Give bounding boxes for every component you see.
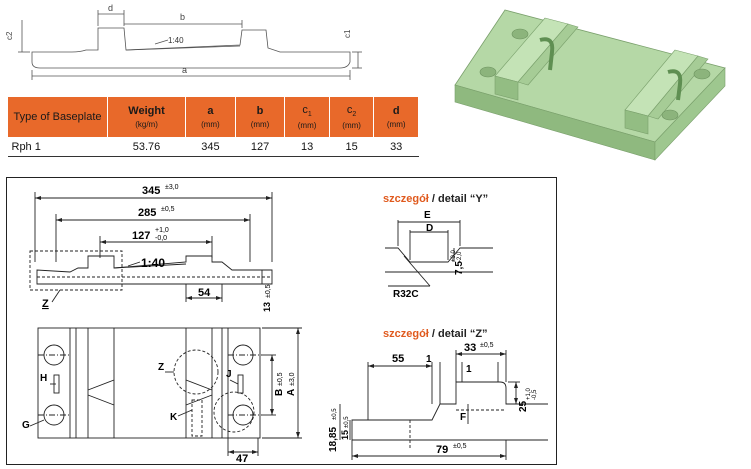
dim-a: A xyxy=(286,389,297,396)
dim-285: 285 xyxy=(138,207,156,219)
detail-z-dim-55: 55 xyxy=(392,353,404,365)
detail-z-dim-25: 25 xyxy=(518,400,529,412)
cell-a: 345 xyxy=(185,137,236,157)
spec-table: Type of Baseplate Weight(kg/m) a(mm) b(m… xyxy=(7,96,419,157)
detail-z-title: szczegół / detail “Z” xyxy=(383,328,488,340)
cell-d: 33 xyxy=(373,137,419,157)
tol-345: ±3,0 xyxy=(165,184,179,191)
detail-y-tol-lo: -2,0 xyxy=(457,251,463,262)
detail-z-dim-33: 33 xyxy=(464,342,476,354)
label-c1: c1 xyxy=(343,29,352,38)
detail-z-tol-15: ±0,5 xyxy=(344,416,350,428)
col-type: Type of Baseplate xyxy=(7,96,108,138)
detail-y-dim-75: 7,5 xyxy=(454,261,465,275)
detail-z-tol-33: ±0,5 xyxy=(480,342,494,349)
tol-13: ±0,5 xyxy=(265,284,272,298)
baseplate-3d-model xyxy=(454,9,726,161)
cell-type: Rph 1 xyxy=(7,137,108,157)
table-row: Rph 1 53.76 345 127 13 15 33 xyxy=(7,137,419,157)
detail-y-title: szczegół / detail “Y” xyxy=(383,193,488,205)
detail-z-tol-25-lo: -0,5 xyxy=(532,389,538,400)
label-slope: 1:40 xyxy=(168,36,184,45)
label-d: d xyxy=(108,3,113,13)
label-z2: Z xyxy=(158,362,164,373)
label-b: b xyxy=(180,12,185,22)
label-h: H xyxy=(40,373,47,384)
detail-z-dim-1b: 1 xyxy=(466,364,472,375)
label-g: G xyxy=(22,420,30,431)
dim-345: 345 xyxy=(142,185,160,197)
dim-127: 127 xyxy=(132,230,150,242)
dim-b: B xyxy=(274,389,285,396)
tol-127-up: +1,0 xyxy=(155,227,169,234)
col-c1: c1(mm) xyxy=(284,96,330,138)
cell-b: 127 xyxy=(235,137,285,157)
detail-z-dim-1885: 18,85 xyxy=(328,427,339,452)
label-j: J xyxy=(226,369,232,380)
detail-y-label-e: E xyxy=(424,210,431,221)
label-c2: c2 xyxy=(5,31,14,40)
detail-z-dim-79: 79 xyxy=(436,444,448,456)
col-a: a(mm) xyxy=(185,96,236,138)
tol-127-lo: -0,0 xyxy=(155,235,167,242)
col-weight: Weight(kg/m) xyxy=(106,96,187,138)
detail-y-tol-up: +0,0 xyxy=(451,249,457,262)
detail-z-dim-15: 15 xyxy=(340,430,350,440)
tol-285: ±0,5 xyxy=(161,206,175,213)
tol-a: ±3,0 xyxy=(289,372,296,386)
spec-table-header-row: Type of Baseplate Weight(kg/m) a(mm) b(m… xyxy=(7,96,419,138)
col-b: b(mm) xyxy=(234,96,286,138)
cell-c1: 13 xyxy=(284,137,330,157)
slope-label: 1:40 xyxy=(141,256,165,270)
label-k: K xyxy=(170,412,178,423)
label-a: a xyxy=(182,65,187,75)
dim-47: 47 xyxy=(236,453,248,465)
detail-z-dim-1a: 1 xyxy=(426,354,432,365)
dim-54: 54 xyxy=(198,287,211,299)
tol-b: ±0,5 xyxy=(277,372,284,386)
technical-drawing-frame xyxy=(6,177,557,465)
profile-sketch: d b c2 c1 a 1:40 xyxy=(5,3,362,80)
detail-z-tol-1885: ±0,5 xyxy=(332,408,338,420)
col-d: d(mm) xyxy=(373,96,419,138)
detail-y-label-d: D xyxy=(426,223,433,234)
cell-weight: 53.76 xyxy=(107,137,186,157)
detail-y-label-r: R32C xyxy=(393,289,419,300)
cell-c2: 15 xyxy=(329,137,374,157)
detail-z-label-f: F xyxy=(460,412,466,423)
detail-z-tol-25-up: +1,0 xyxy=(526,387,532,400)
detail-z-tol-79: ±0,5 xyxy=(453,443,467,450)
dim-13: 13 xyxy=(262,302,272,312)
label-z: Z xyxy=(42,298,49,310)
col-c2: c2(mm) xyxy=(328,96,375,138)
